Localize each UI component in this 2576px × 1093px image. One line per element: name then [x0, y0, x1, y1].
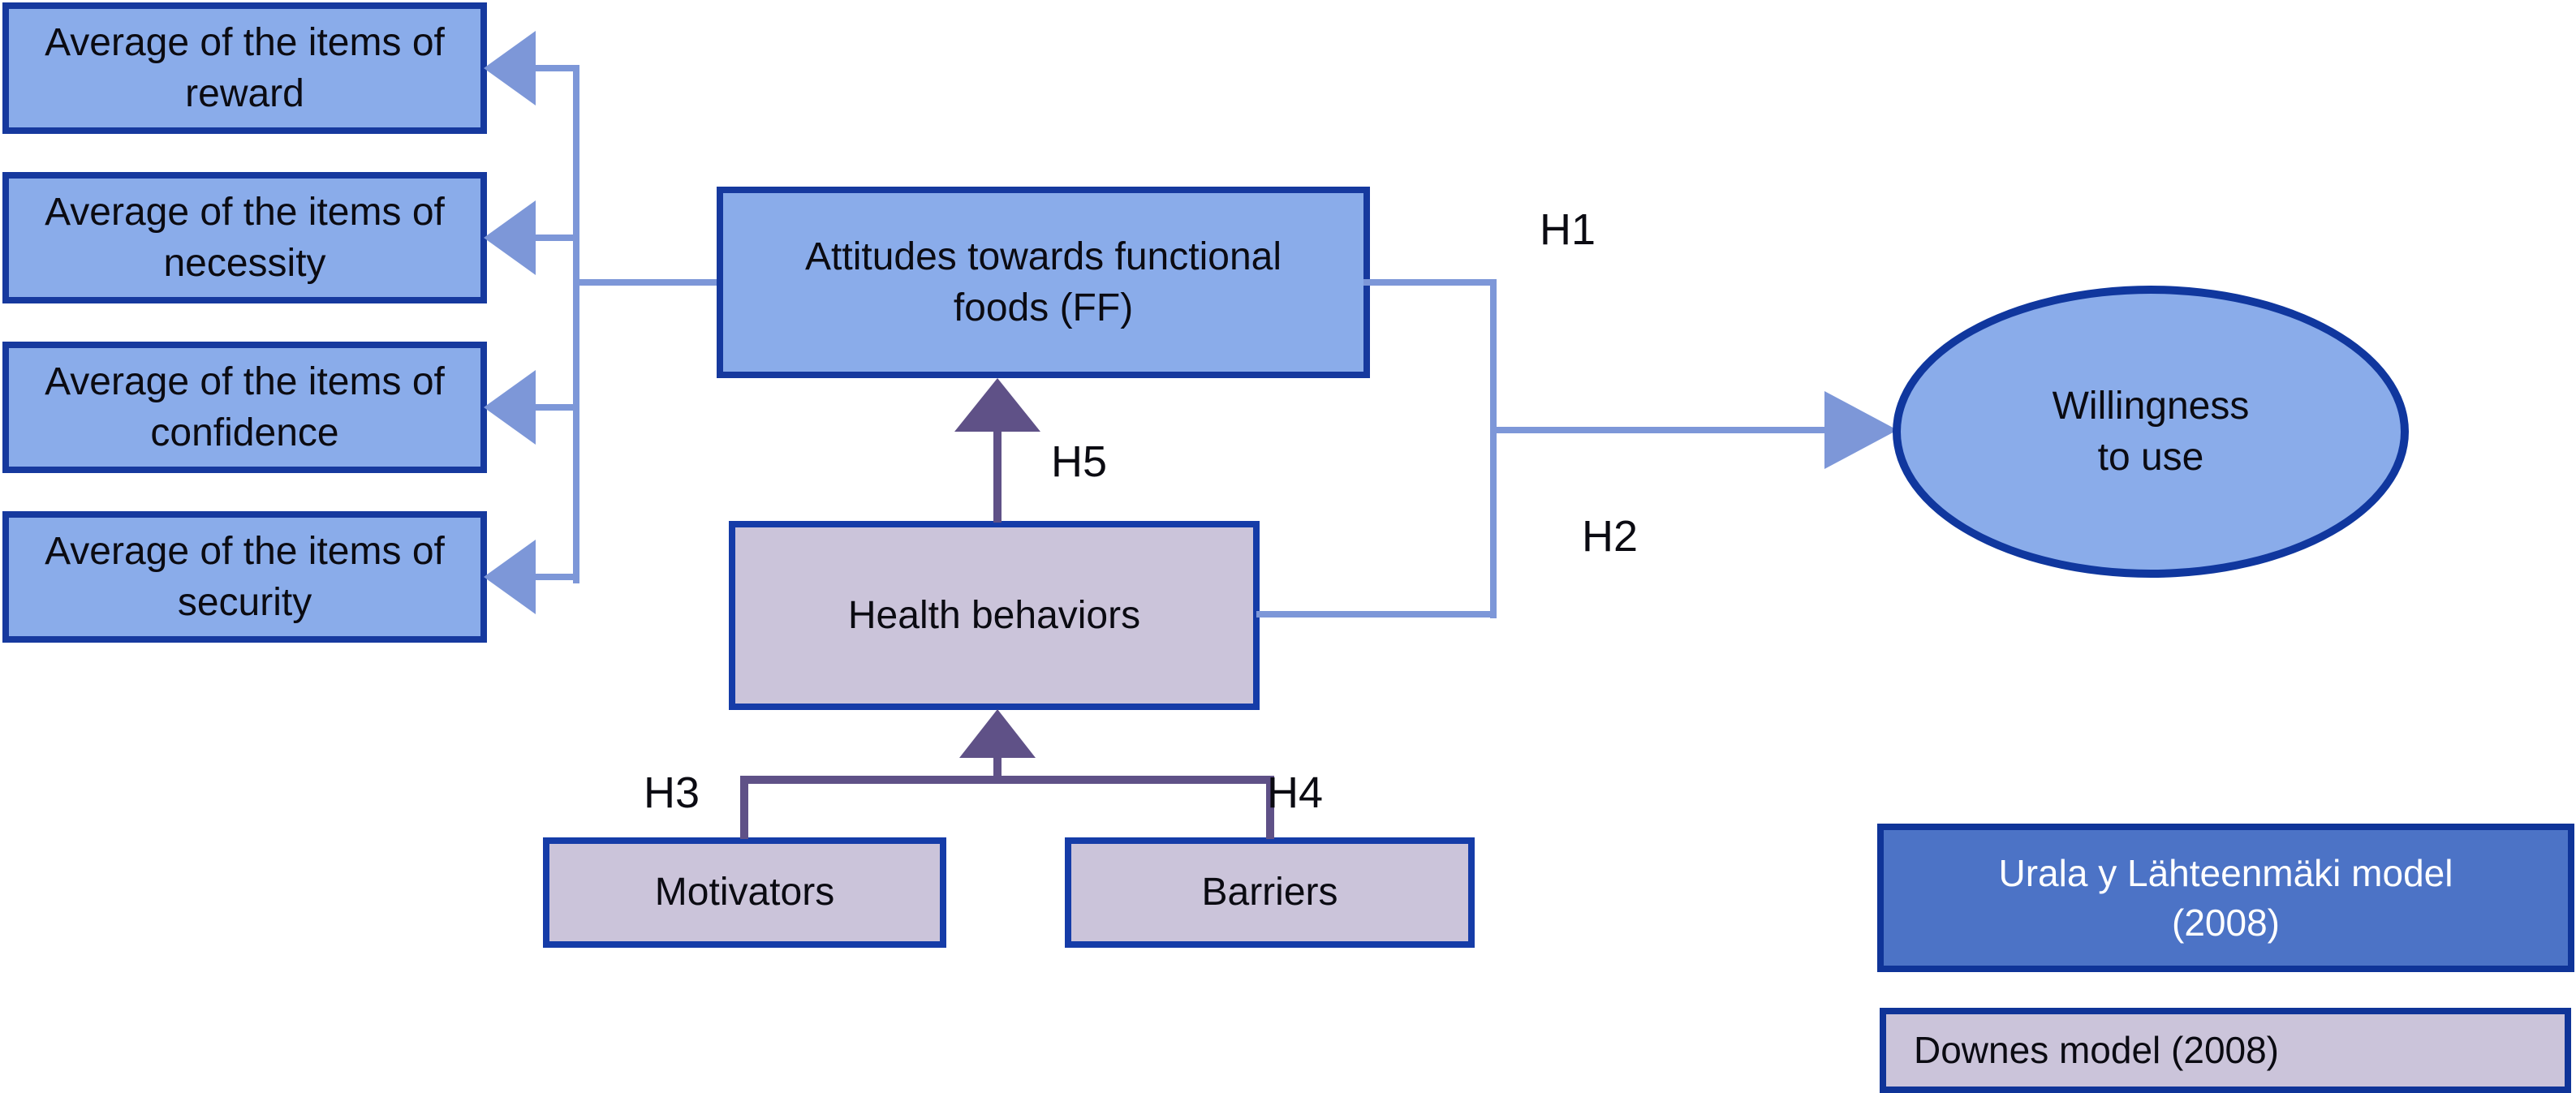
node-health-behaviors: Health behaviors — [729, 521, 1260, 710]
node-willingness-label-line1: Willingness — [2052, 384, 2250, 428]
label-h5: H5 — [1051, 437, 1108, 486]
reward-arrowhead — [484, 31, 536, 105]
confidence-arrowhead — [484, 370, 536, 445]
node-security: Average of the items of security — [2, 511, 487, 643]
node-reward-label-line1: Average of the items of — [45, 20, 445, 64]
node-attitudes-label-line2: foods (FF) — [953, 286, 1134, 329]
node-confidence-label-line1: Average of the items of — [45, 359, 445, 403]
legend-downes: Downes model (2008) — [1880, 1008, 2571, 1093]
node-confidence-label-line2: confidence — [150, 411, 339, 454]
willingness-arrow-shaft — [1493, 427, 1828, 433]
node-motivators-label: Motivators — [654, 871, 835, 914]
legend-urala-lahteenmaki: Urala y Lähteenmäki model (2008) — [1877, 824, 2574, 972]
node-attitudes-label-line1: Attitudes towards functional — [805, 235, 1282, 278]
reward-arrow-stub — [534, 65, 579, 71]
health-right-stub-line — [1256, 611, 1497, 618]
node-confidence: Average of the items of confidence — [2, 342, 487, 473]
necessity-arrowhead — [484, 200, 536, 275]
confidence-arrow-stub — [534, 404, 579, 411]
node-reward-label-line2: reward — [185, 72, 304, 115]
legend-urala-label-line2: (2008) — [2172, 901, 2280, 944]
health-behaviors-arrowhead — [959, 709, 1036, 758]
h5-arrow-shaft — [993, 428, 1002, 523]
label-h2: H2 — [1582, 512, 1639, 561]
h3-connector-line — [740, 776, 748, 839]
h5-arrowhead — [954, 378, 1040, 432]
willingness-arrowhead — [1824, 391, 1898, 469]
left-connector-trunk-line — [573, 65, 579, 583]
node-barriers: Barriers — [1065, 837, 1475, 948]
t-connector-stub — [993, 755, 1002, 779]
node-necessity-label-line1: Average of the items of — [45, 190, 445, 234]
node-motivators: Motivators — [543, 837, 946, 948]
node-health-behaviors-label: Health behaviors — [847, 593, 1141, 637]
node-necessity-label-line2: necessity — [163, 242, 326, 285]
node-attitudes: Attitudes towards functional foods (FF) — [717, 187, 1370, 378]
legend-urala-label-line1: Urala y Lähteenmäki model — [1998, 851, 2453, 894]
node-willingness: Willingness to use — [1893, 286, 2409, 578]
legend-downes-label: Downes model (2008) — [1914, 1029, 2280, 1072]
node-barriers-label: Barriers — [1201, 871, 1338, 914]
security-arrowhead — [484, 540, 536, 614]
attitudes-to-indicators-line — [573, 279, 719, 286]
node-security-label-line1: Average of the items of — [45, 529, 445, 573]
node-willingness-label-line2: to use — [2097, 436, 2204, 479]
security-arrow-stub — [534, 574, 579, 580]
h4-connector-line — [1266, 776, 1274, 839]
label-h3: H3 — [644, 768, 700, 817]
label-h1: H1 — [1540, 205, 1596, 254]
necessity-arrow-stub — [534, 235, 579, 241]
node-reward: Average of the items of reward — [2, 2, 487, 134]
motivators-barriers-bar-line — [740, 776, 1274, 784]
right-bracket-vertical-line — [1490, 279, 1497, 618]
node-security-label-line2: security — [177, 581, 312, 624]
node-necessity: Average of the items of necessity — [2, 172, 487, 303]
label-h4: H4 — [1267, 768, 1324, 817]
attitudes-right-stub-line — [1363, 279, 1497, 286]
